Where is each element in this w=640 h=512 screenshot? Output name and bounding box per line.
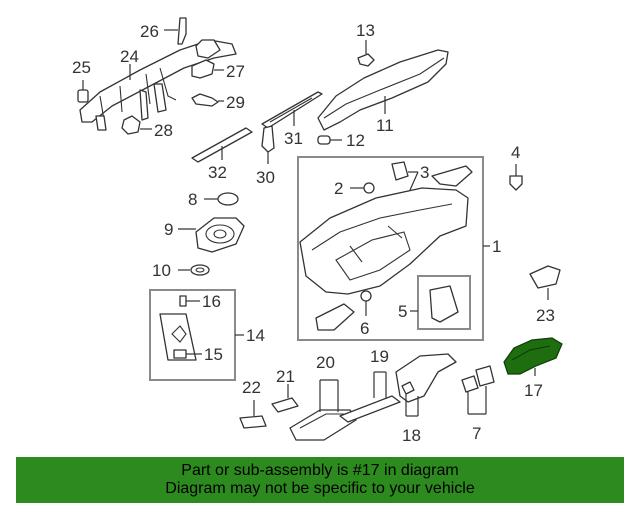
part-27-bracket xyxy=(191,59,224,79)
part-20-lower-cover xyxy=(289,379,357,441)
callout-7: 7 xyxy=(472,424,481,443)
part-1-instrument-panel-box xyxy=(297,156,490,341)
callout-30: 30 xyxy=(256,168,275,187)
callout-19: 19 xyxy=(370,347,389,366)
part-12-clip xyxy=(317,135,342,145)
callout-1: 1 xyxy=(492,237,501,256)
part-4-bolt xyxy=(509,164,523,191)
callout-5: 5 xyxy=(398,302,407,321)
callout-14: 14 xyxy=(246,326,265,345)
info-banner: Part or sub-assembly is #17 in diagram D… xyxy=(16,457,624,503)
banner-line-2: Diagram may not be specific to your vehi… xyxy=(165,480,475,497)
callout-23: 23 xyxy=(536,306,555,325)
callout-26: 26 xyxy=(140,22,159,41)
part-30-bracket xyxy=(261,125,275,164)
part-knee-bolster xyxy=(395,353,457,403)
callout-18: 18 xyxy=(402,426,421,445)
part-17-highlighted-cluster-lid xyxy=(503,337,563,376)
part-22-bracket xyxy=(239,400,267,429)
callout-8: 8 xyxy=(188,190,197,209)
part-18-clips xyxy=(401,381,419,417)
callout-21: 21 xyxy=(276,367,295,386)
callout-11: 11 xyxy=(376,116,394,135)
callout-28: 28 xyxy=(154,121,173,140)
part-14-assembly-box xyxy=(149,289,244,381)
callout-9: 9 xyxy=(164,220,173,239)
part-11-upper-pad xyxy=(317,49,449,131)
part-24-steering-support-beam xyxy=(79,39,237,131)
callout-4: 4 xyxy=(511,143,520,162)
callout-24: 24 xyxy=(120,47,139,66)
part-21-bracket xyxy=(271,384,299,413)
callout-25: 25 xyxy=(72,58,91,77)
parts-diagram: 26 24 25 27 29 28 13 11 31 12 32 30 2 3 … xyxy=(72,17,563,445)
callout-16: 16 xyxy=(202,292,221,311)
callout-10: 10 xyxy=(152,261,171,280)
callout-15: 15 xyxy=(204,345,223,364)
callout-12: 12 xyxy=(346,131,365,150)
part-29-clip xyxy=(191,93,224,107)
part-9-speaker xyxy=(178,217,245,253)
callout-2: 2 xyxy=(334,179,343,198)
part-8-cover xyxy=(204,192,239,206)
callout-17: 17 xyxy=(524,381,543,400)
part-28-bracket xyxy=(121,115,152,135)
part-26-bracket xyxy=(164,17,187,45)
callout-3: 3 xyxy=(420,163,429,182)
part-23-bracket xyxy=(529,265,561,300)
callout-32: 32 xyxy=(208,163,227,182)
callout-29: 29 xyxy=(226,93,245,112)
banner-line-1: Part or sub-assembly is #17 in diagram xyxy=(181,462,459,479)
callout-6: 6 xyxy=(360,319,369,338)
callout-20: 20 xyxy=(316,353,335,372)
callout-13: 13 xyxy=(356,21,375,40)
callout-22: 22 xyxy=(242,378,261,397)
part-19-lower-cover xyxy=(339,371,401,423)
part-10-ring xyxy=(178,264,210,276)
part-7-bracket xyxy=(461,365,495,415)
part-25-bolt xyxy=(77,80,89,103)
part-13-clip xyxy=(357,40,375,67)
callout-31: 31 xyxy=(284,129,303,148)
part-32-molding-strip xyxy=(191,127,253,163)
part-31-molding-strip xyxy=(261,91,323,129)
callout-27: 27 xyxy=(226,62,245,81)
